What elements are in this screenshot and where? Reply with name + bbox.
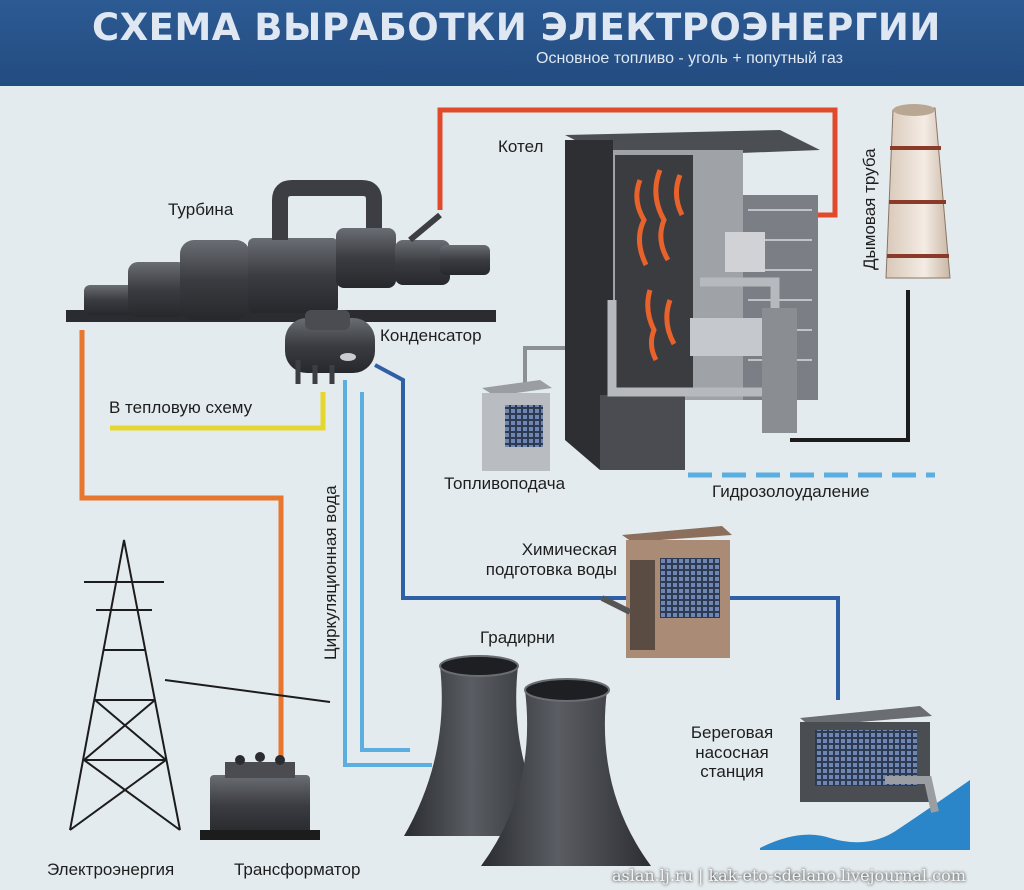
turbine	[66, 180, 496, 322]
label-electricity: Электроэнергия	[47, 860, 175, 879]
label-boiler: Котел	[498, 137, 544, 156]
cooling-tower-right	[481, 678, 651, 866]
power-transmission-tower	[69, 539, 331, 831]
label-condenser: Конденсатор	[380, 326, 482, 345]
pipeline-electric-feed	[79, 330, 284, 760]
pipeline-smoke-return	[790, 290, 910, 442]
water-treatment-unit	[600, 526, 732, 658]
pump-station	[760, 706, 970, 850]
transformer	[200, 752, 320, 840]
pipeline-circulating-water-light	[343, 380, 432, 767]
label-ash-removal: Гидрозолоудаление	[712, 482, 870, 501]
label-heat-scheme: В тепловую схему	[109, 398, 253, 417]
label-transformer: Трансформатор	[234, 860, 361, 879]
fuel-supply-unit	[482, 380, 552, 471]
header-banner: СХЕМА ВЫРАБОТКИ ЭЛЕКТРОЭНЕРГИИ Основное …	[0, 0, 1024, 86]
label-fuel-supply: Топливоподача	[444, 474, 566, 493]
pipeline-flue-gas	[437, 107, 838, 218]
label-circulating-water: Циркуляционная вода	[321, 485, 340, 660]
page-subtitle: Основное топливо - уголь + попутный газ	[536, 50, 843, 67]
label-water-treatment: Химическая подготовка воды	[485, 540, 617, 579]
cooling-tower-left	[404, 655, 554, 836]
pipeline-circulating-water-dark	[374, 363, 840, 700]
photo-credit: aslan.lj.ru | kak-eto-sdelano.livejourna…	[612, 866, 966, 885]
label-turbine: Турбина	[168, 200, 234, 219]
condenser	[285, 310, 375, 384]
label-pump-station: Береговая насосная станция	[690, 723, 774, 782]
boiler	[565, 130, 820, 470]
label-chimney: Дымовая труба	[860, 148, 879, 270]
label-cooling-towers: Градирни	[480, 628, 555, 647]
page-title: СХЕМА ВЫРАБОТКИ ЭЛЕКТРОЭНЕРГИИ	[92, 6, 941, 49]
chimney	[885, 104, 951, 279]
pipeline-heat-scheme	[110, 392, 326, 431]
